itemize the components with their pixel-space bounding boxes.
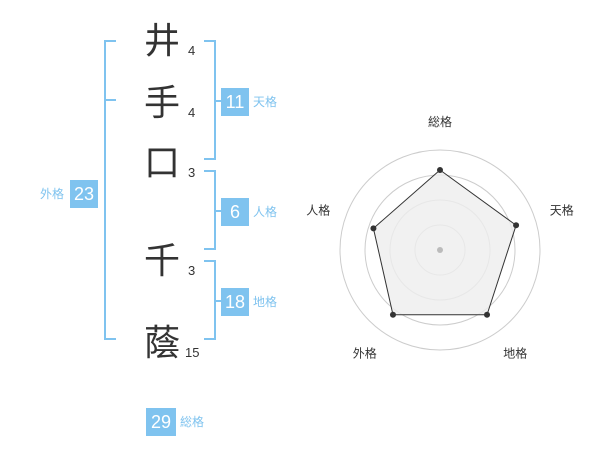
radar-ring <box>339 149 541 351</box>
tenkaku-badge: 11 <box>221 88 249 116</box>
stroke-count-5: 15 <box>185 345 200 360</box>
soukaku-badge: 29 <box>146 408 176 436</box>
name-char-2: 手 <box>143 83 180 124</box>
name-char-5: 蔭 <box>143 323 180 364</box>
tenkaku-connector <box>214 100 222 102</box>
stroke-count-3: 3 <box>188 165 196 180</box>
gaikaku-badge: 23 <box>70 180 98 208</box>
stroke-count-1: 4 <box>188 43 196 58</box>
radar-axis-label-4: 外格 <box>353 346 377 361</box>
soukaku-label: 総格 <box>180 415 205 429</box>
radar-point-2 <box>513 222 520 229</box>
stroke-count-4: 3 <box>188 263 196 278</box>
radar-point-1 <box>437 167 443 173</box>
radar-center <box>437 247 443 253</box>
chikaku-connector <box>214 300 222 302</box>
gaikaku-bracket-mid-tick <box>104 99 116 101</box>
chikaku-badge: 18 <box>221 288 249 316</box>
radar-axis-label-2: 天格 <box>550 202 574 217</box>
gaikaku-label: 外格 <box>40 187 65 201</box>
radar-axis-label-5: 人格 <box>306 202 330 217</box>
name-char-1: 井 <box>143 21 180 62</box>
radar-point-4 <box>389 311 396 318</box>
jinkaku-label: 人格 <box>253 205 278 219</box>
chikaku-label: 地格 <box>253 295 278 309</box>
jinkaku-badge: 6 <box>221 198 249 226</box>
stroke-count-2: 4 <box>188 105 196 120</box>
radar-point-3 <box>484 311 491 318</box>
tenkaku-label: 天格 <box>253 95 278 109</box>
jinkaku-connector <box>214 210 222 212</box>
radar-axis-label-1: 総格 <box>428 114 452 129</box>
name-char-3: 口 <box>143 143 180 184</box>
radar-axis-label-3: 地格 <box>503 346 527 361</box>
radar-value-polygon <box>372 169 517 316</box>
name-char-4: 千 <box>143 241 180 282</box>
gaikaku-bracket <box>104 40 116 340</box>
radar-point-5 <box>370 225 377 232</box>
